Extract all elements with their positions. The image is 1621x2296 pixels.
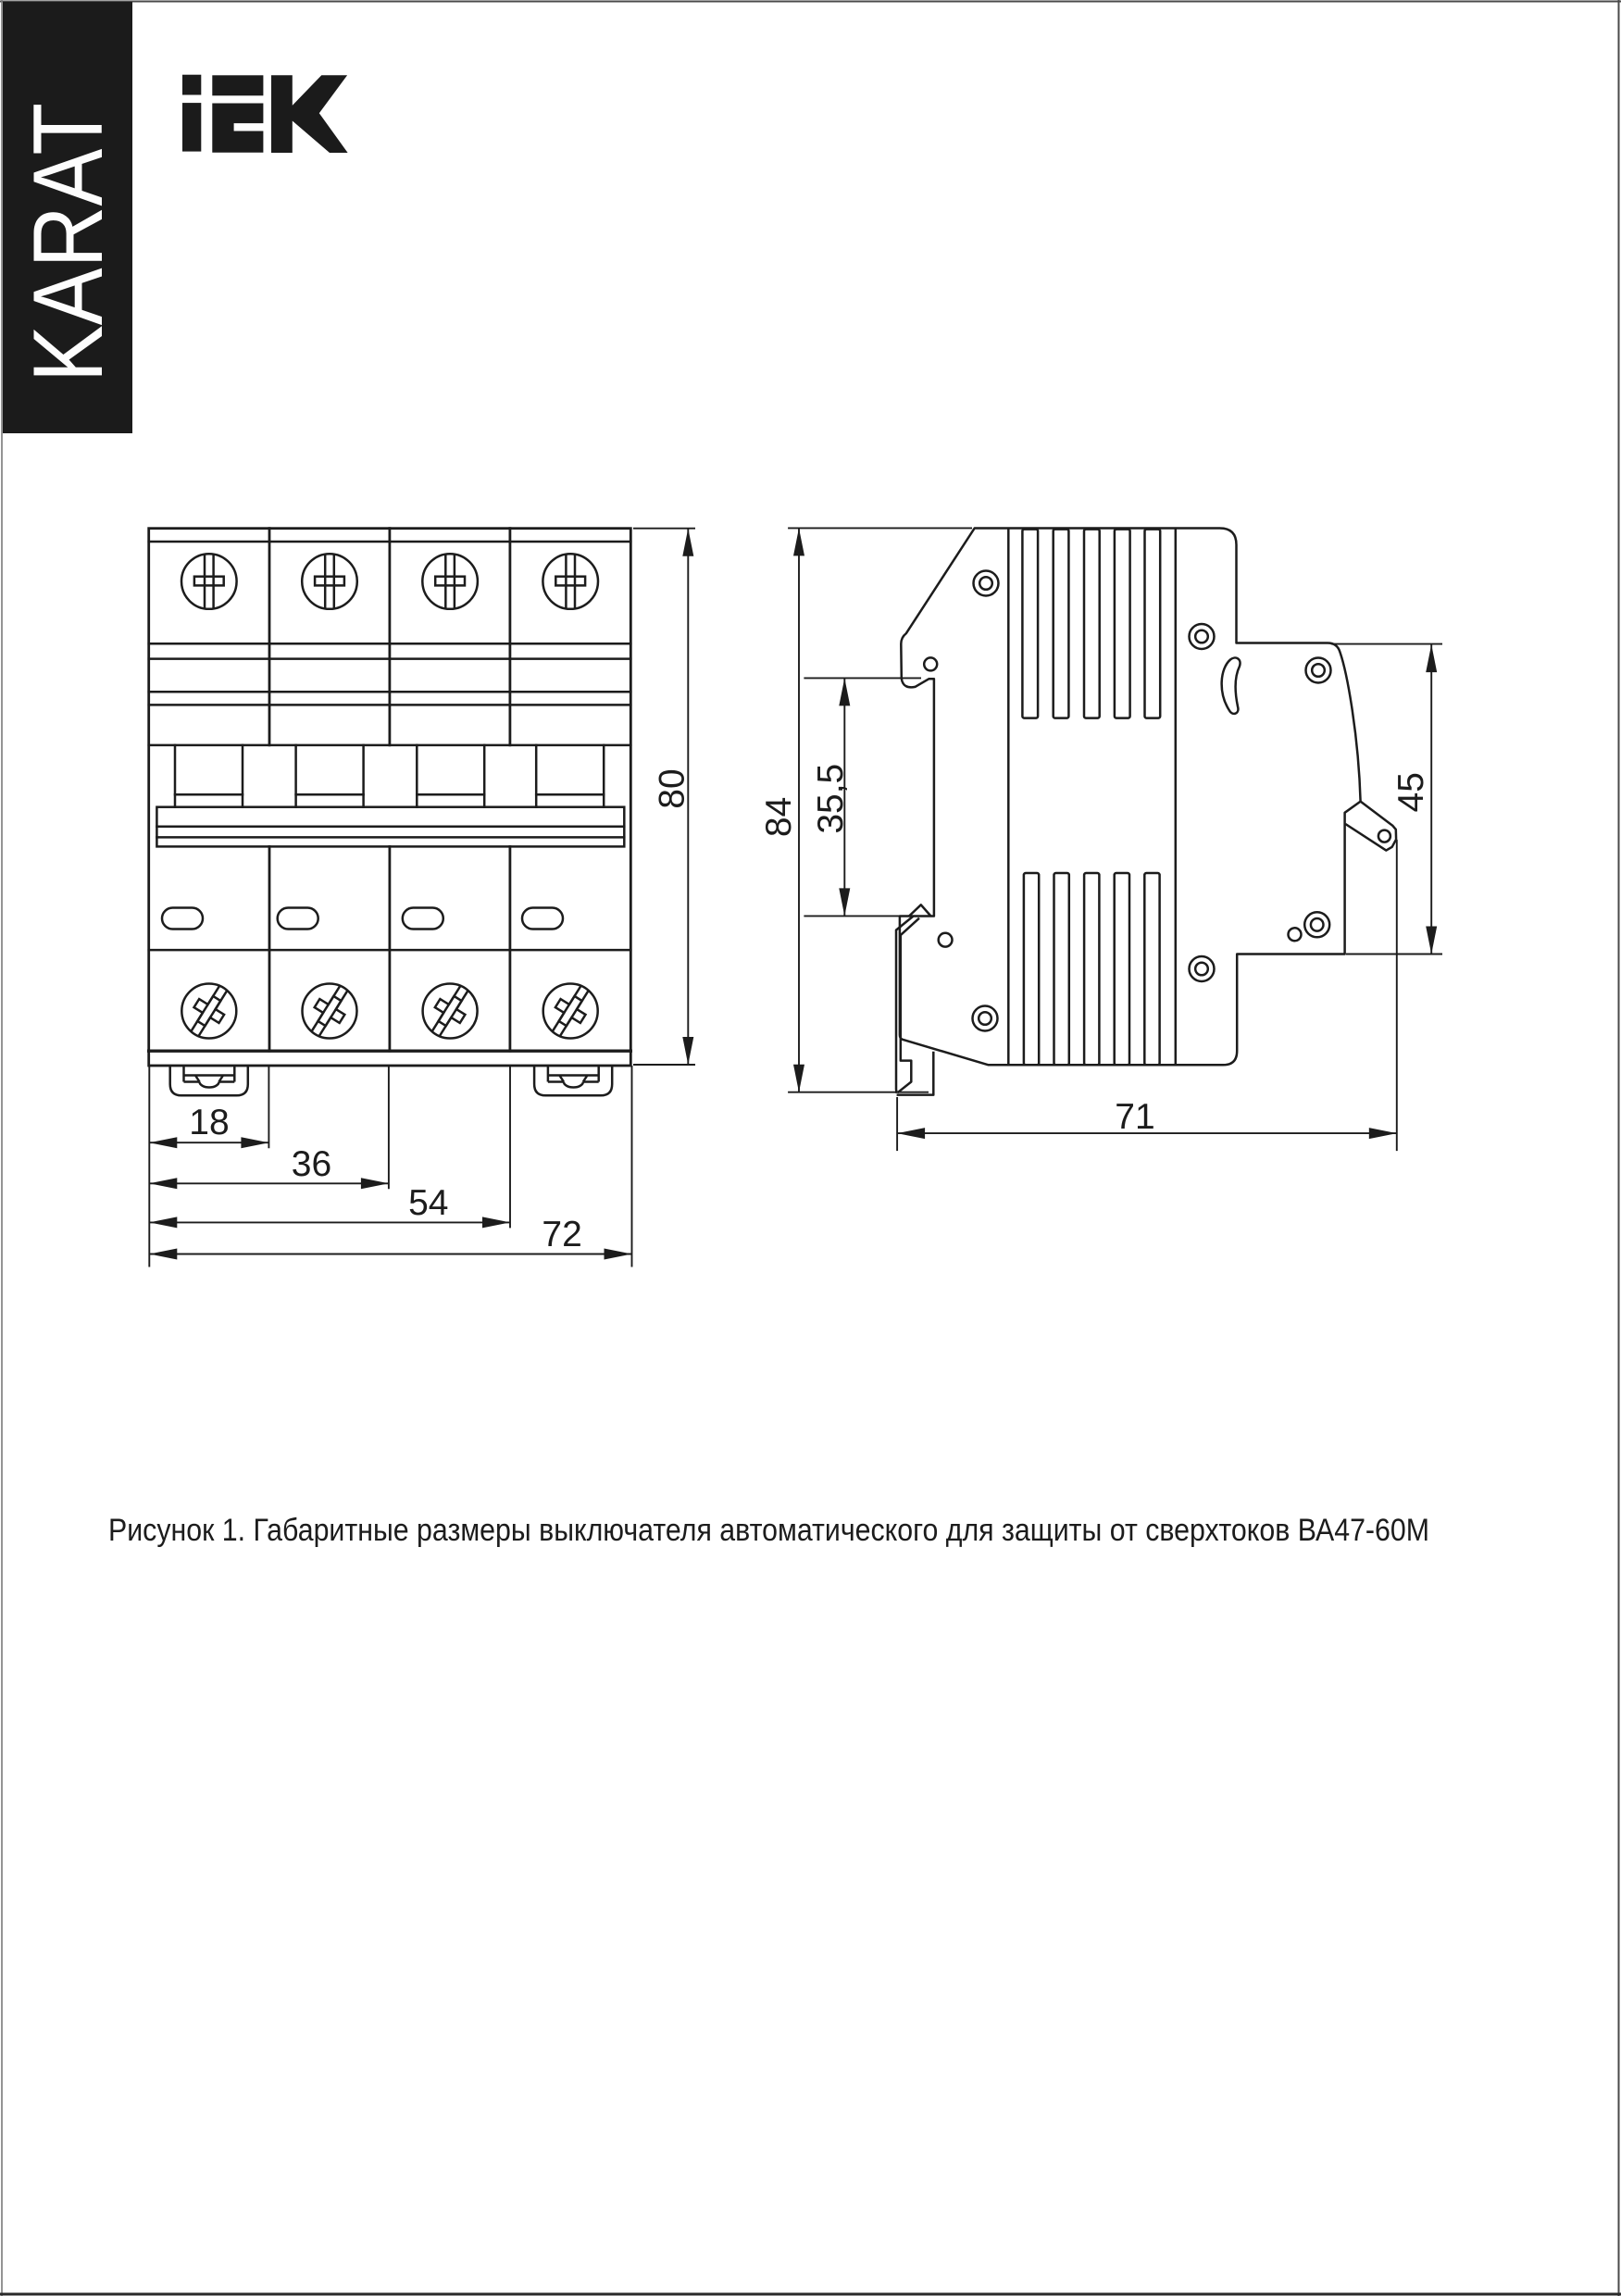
svg-text:18: 18 <box>189 1103 229 1142</box>
svg-text:36: 36 <box>292 1144 331 1184</box>
svg-text:35,5: 35,5 <box>811 764 851 834</box>
svg-text:72: 72 <box>542 1215 581 1254</box>
svg-text:71: 71 <box>1115 1097 1154 1137</box>
svg-text:80: 80 <box>653 768 692 808</box>
svg-text:54: 54 <box>408 1183 448 1223</box>
svg-text:84: 84 <box>759 797 799 837</box>
svg-text:Рисунок 1. Габаритные размеры: Рисунок 1. Габаритные размеры выключател… <box>108 1513 1429 1548</box>
svg-text:45: 45 <box>1391 772 1431 812</box>
svg-text:KARAT: KARAT <box>12 103 123 382</box>
